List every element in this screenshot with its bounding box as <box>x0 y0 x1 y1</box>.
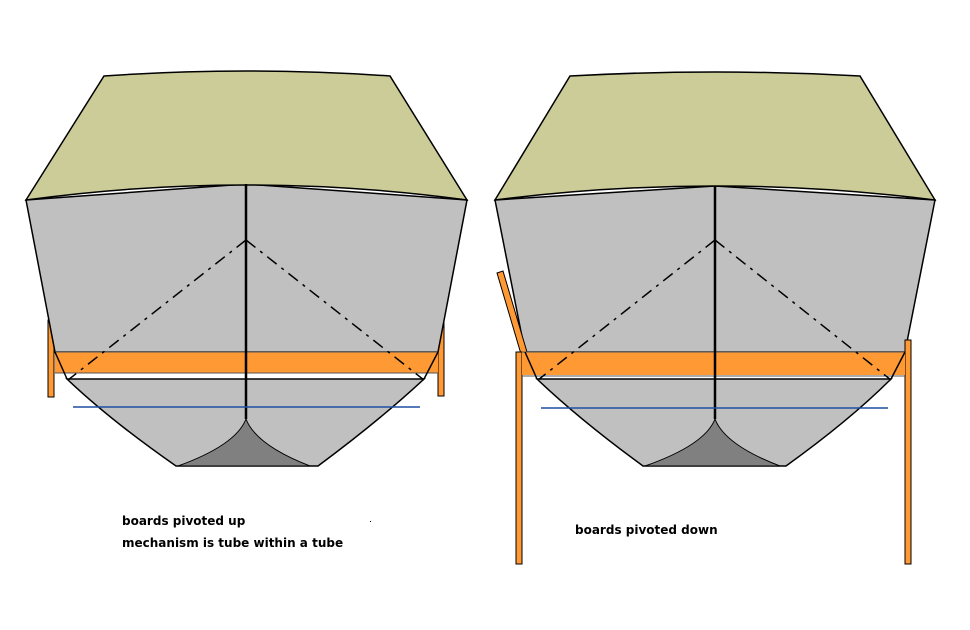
chine-line-right <box>245 239 425 381</box>
stray-dot <box>370 521 371 522</box>
left-side-board-down <box>515 351 523 565</box>
keel <box>644 417 781 467</box>
caption-boards-pivoted-down: boards pivoted down <box>575 523 718 537</box>
deck <box>493 71 937 201</box>
caption-boards-pivoted-up: boards pivoted up <box>122 514 246 528</box>
chine-line-left <box>537 239 716 381</box>
chine-line-right <box>714 239 892 381</box>
boat-left <box>24 70 469 467</box>
keel <box>177 417 311 467</box>
deck <box>24 70 469 201</box>
caption-mechanism: mechanism is tube within a tube <box>122 536 344 550</box>
right-side-board-down <box>904 339 912 565</box>
boat-right <box>493 71 937 565</box>
chine-line-left <box>67 239 247 381</box>
cross-tube <box>522 352 905 375</box>
